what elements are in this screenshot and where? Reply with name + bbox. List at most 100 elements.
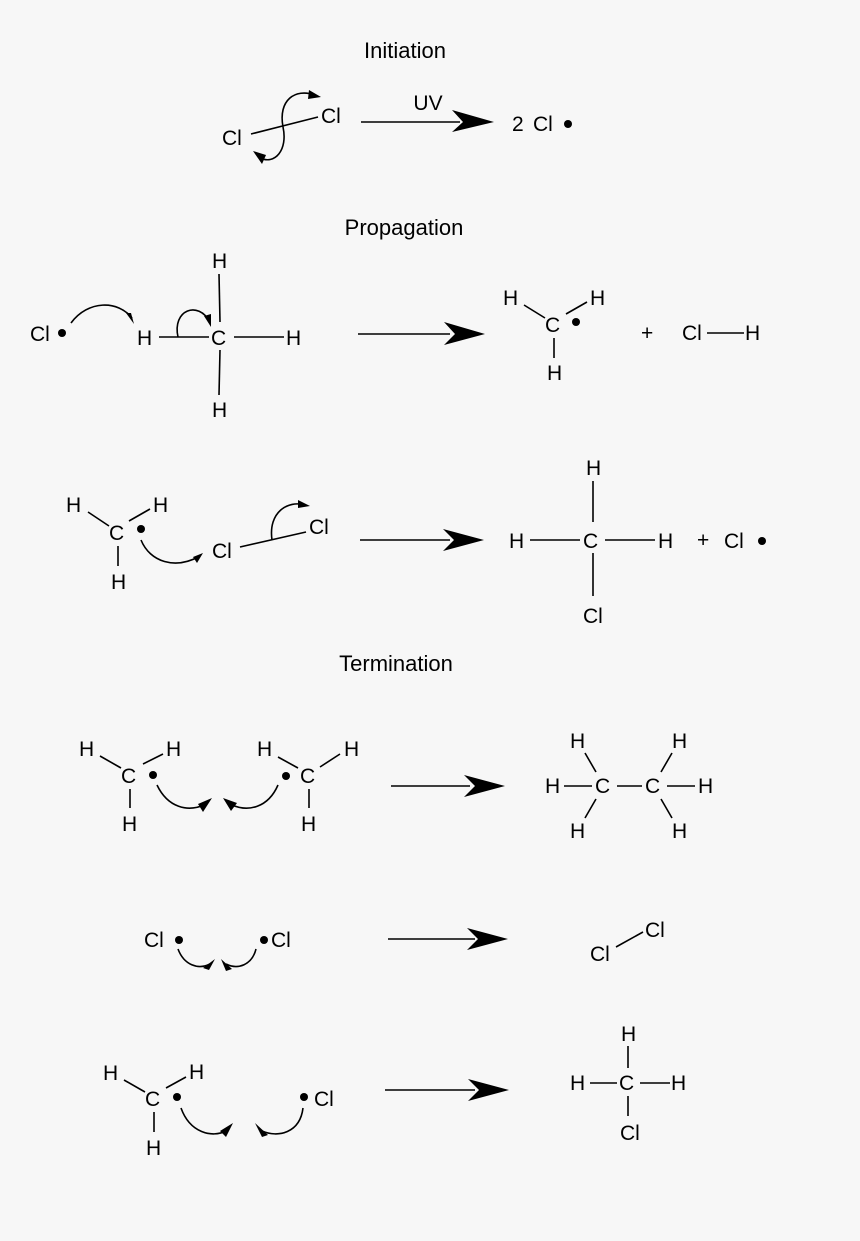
atom-c: C: [595, 775, 610, 798]
fishhook-arrowhead-icon: [193, 553, 203, 563]
radical-dot-icon: [58, 329, 66, 337]
atom-cl: Cl: [533, 113, 553, 136]
fishhook-arrowhead-icon: [221, 959, 232, 971]
fishhook-arrowhead-icon: [220, 1123, 233, 1137]
reaction-arrow: [385, 1079, 509, 1101]
atom-h: H: [344, 738, 359, 761]
atom-c: C: [121, 765, 136, 788]
plus-sign: +: [697, 529, 709, 552]
atom-c: C: [145, 1088, 160, 1111]
fishhook-arrowhead-icon: [298, 500, 310, 508]
atom-h: H: [509, 530, 524, 553]
radical-dot-icon: [282, 772, 290, 780]
atom-h: H: [212, 399, 227, 422]
atom-h: H: [745, 322, 760, 345]
radical-dot-icon: [175, 936, 183, 944]
initiation-section: Initiation Cl Cl UV 2 Cl: [222, 38, 572, 164]
atom-h: H: [111, 571, 126, 594]
reaction-arrow: [391, 775, 505, 797]
methyl-radical: H C H H: [66, 494, 168, 594]
atom-cl: Cl: [645, 919, 665, 942]
curved-arrow-icon: [70, 304, 133, 324]
atom-cl: Cl: [620, 1122, 640, 1145]
atom-h: H: [545, 775, 560, 798]
reaction-arrow: [358, 322, 485, 345]
atom-h: H: [570, 730, 585, 753]
atom-cl: Cl: [271, 929, 291, 952]
atom-h: H: [189, 1061, 204, 1084]
curved-arrow-icon: [231, 784, 279, 809]
fishhook-arrowhead-icon: [308, 90, 321, 99]
atom-cl: Cl: [212, 540, 232, 563]
termination-section: Termination H C H H H C: [79, 651, 713, 1160]
methyl-radical-a: H C H H: [79, 738, 181, 836]
propagation-step-1: Cl H C H H H H: [30, 250, 760, 422]
curved-arrow-icon: [261, 1107, 304, 1135]
atom-c: C: [545, 314, 560, 337]
fishhook-arrowhead-icon: [126, 313, 134, 324]
atom-h: H: [166, 738, 181, 761]
arrowhead-icon: [468, 1079, 509, 1101]
curved-arrow-icon: [140, 539, 201, 564]
fishhook-arrowhead-icon: [203, 959, 215, 970]
ethane-product: H H H C C H H H: [545, 730, 713, 843]
condition-label: UV: [413, 92, 442, 115]
atom-c: C: [300, 765, 315, 788]
hcl-product: Cl H: [682, 322, 760, 345]
curved-arrow-icon: [225, 948, 257, 968]
product-2cl-radical: 2 Cl: [512, 113, 572, 136]
atom-h: H: [698, 775, 713, 798]
atom-h: H: [547, 362, 562, 385]
atom-cl: Cl: [321, 105, 341, 128]
fishhook-arrowhead-icon: [253, 151, 266, 164]
radical-dot-icon: [173, 1093, 181, 1101]
atom-h: H: [590, 287, 605, 310]
atom-cl: Cl: [590, 943, 610, 966]
reaction-arrow: [388, 928, 508, 950]
chloromethane-product: H H C H Cl: [509, 457, 673, 628]
atom-h: H: [122, 813, 137, 836]
atom-h: H: [672, 820, 687, 843]
atom-h: H: [570, 820, 585, 843]
section-title-propagation: Propagation: [345, 215, 464, 240]
atom-c: C: [645, 775, 660, 798]
fishhook-arrowhead-icon: [255, 1123, 268, 1137]
curved-arrow-icon: [176, 309, 211, 338]
atom-h: H: [301, 813, 316, 836]
atom-h: H: [212, 250, 227, 273]
cl2-reactant: Cl Cl: [212, 500, 329, 563]
atom-cl: Cl: [309, 516, 329, 539]
atom-h: H: [671, 1072, 686, 1095]
termination-step-1: H C H H H C H H: [79, 730, 713, 843]
reaction-arrow: [360, 529, 484, 551]
atom-h: H: [672, 730, 687, 753]
plus-sign: +: [641, 322, 653, 345]
cl2-reactant: Cl Cl: [222, 90, 341, 164]
radical-dot-icon: [137, 525, 145, 533]
cl2-product: Cl Cl: [590, 919, 665, 966]
methyl-radical-b: H C H H: [257, 738, 359, 836]
atom-h: H: [257, 738, 272, 761]
atom-h: H: [137, 327, 152, 350]
atom-h: H: [503, 287, 518, 310]
atom-cl: Cl: [682, 322, 702, 345]
atom-h: H: [79, 738, 94, 761]
atom-cl: Cl: [583, 605, 603, 628]
termination-step-2: Cl Cl Cl Cl: [144, 919, 665, 971]
atom-h: H: [146, 1137, 161, 1160]
section-title-termination: Termination: [339, 651, 453, 676]
cl-cl-bond: [250, 116, 319, 135]
curved-arrow-icon: [180, 1107, 227, 1135]
fishhook-arrowhead-icon: [204, 314, 211, 327]
arrowhead-icon: [452, 110, 494, 132]
coefficient: 2: [512, 113, 524, 136]
termination-step-3: H C H H Cl H H: [103, 1023, 686, 1160]
propagation-section: Propagation Cl H C H H H: [30, 215, 766, 628]
methane: H C H H H: [137, 250, 301, 422]
curved-arrow-icon: [156, 784, 205, 809]
atom-h: H: [570, 1072, 585, 1095]
radical-dot-icon: [758, 537, 766, 545]
chloromethane-product: H H C H Cl: [570, 1023, 686, 1145]
fishhook-arrowhead-icon: [223, 798, 237, 811]
curved-arrow-icon: [177, 948, 211, 968]
